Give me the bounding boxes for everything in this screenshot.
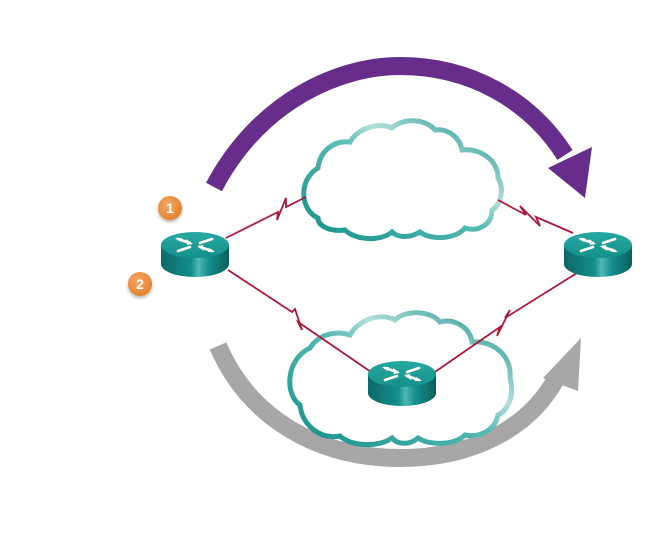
link-bottom-right: [431, 272, 578, 375]
link-cloudtop-right: [497, 199, 574, 234]
arrow-bottom: [209, 338, 581, 468]
router-left[interactable]: [160, 230, 230, 279]
badge-2: 2: [128, 272, 152, 296]
router-bottom[interactable]: [367, 359, 437, 408]
badge-2-label: 2: [136, 276, 144, 292]
link-left-bottom: [227, 269, 375, 375]
badge-1: 1: [158, 196, 182, 220]
serial-links: [225, 196, 578, 375]
arrow-top: [206, 56, 592, 198]
badge-1-label: 1: [166, 200, 174, 216]
router-right[interactable]: [563, 230, 633, 279]
cloud-top: [301, 118, 504, 241]
link-left-cloudtop: [225, 196, 307, 239]
